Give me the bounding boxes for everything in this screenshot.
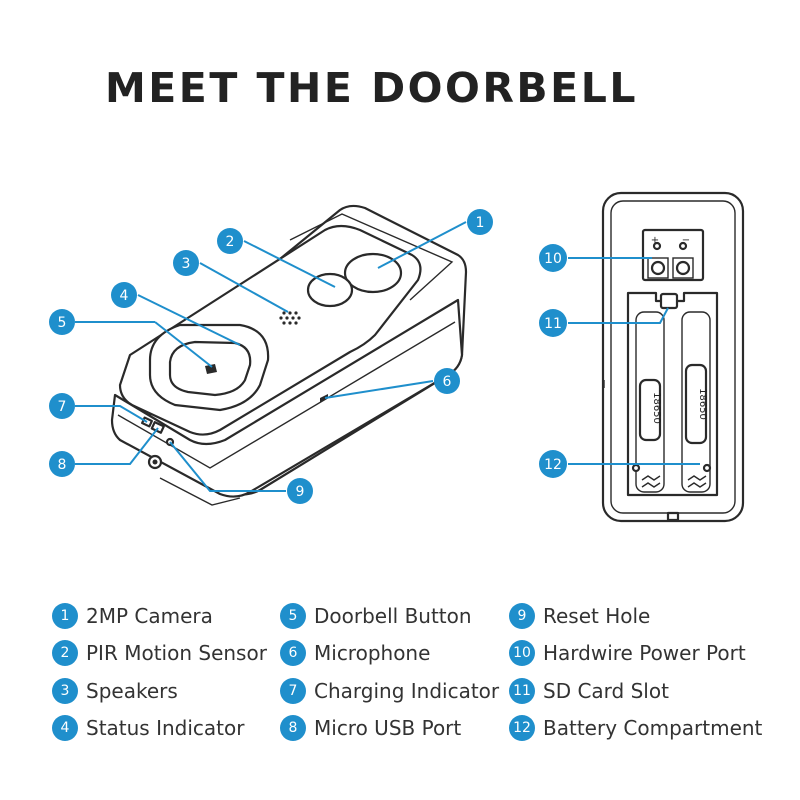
legend-item: 11 SD Card Slot <box>509 672 762 710</box>
svg-text:8: 8 <box>58 457 67 473</box>
svg-text:12: 12 <box>544 457 562 473</box>
svg-text:5: 5 <box>58 315 67 331</box>
doorbell-diagram: + − 18650 18650 1 2 3 4 5 6 <box>49 191 745 523</box>
legend-badge: 5 <box>280 602 306 629</box>
legend-label: Reset Hole <box>543 603 651 628</box>
legend-label: SD Card Slot <box>543 678 669 703</box>
legend-item: 4 Status Indicator <box>52 710 267 748</box>
legend-label: Charging Indicator <box>314 678 500 703</box>
svg-text:9: 9 <box>296 484 305 500</box>
legend-label: Speakers <box>86 678 178 703</box>
battery-label-left: 18650 <box>651 392 662 424</box>
svg-text:1: 1 <box>476 215 485 231</box>
legend-item: 7 Charging Indicator <box>280 672 499 710</box>
legend-column-1: 1 2MP Camera 2 PIR Motion Sensor 3 Speakers… <box>52 597 267 747</box>
legend-item: 9 Reset Hole <box>509 597 762 635</box>
svg-text:4: 4 <box>120 288 129 304</box>
battery-label-right: 18650 <box>697 388 708 420</box>
legend-column-3: 9 Reset Hole 10 Hardwire Power Port 11 SD C… <box>509 597 762 747</box>
legend-item: 10 Hardwire Power Port <box>509 635 762 673</box>
callout-5: 5 <box>49 309 75 335</box>
callout-6: 6 <box>434 368 460 394</box>
callout-10: 10 <box>539 244 567 272</box>
legend-badge: 10 <box>509 640 535 667</box>
callout-7: 7 <box>49 393 75 419</box>
legend-label: Status Indicator <box>86 716 245 741</box>
terminal-minus-label: − <box>682 235 690 246</box>
callout-8: 8 <box>49 451 75 477</box>
legend-badge: 6 <box>280 640 306 667</box>
svg-text:6: 6 <box>443 374 452 390</box>
legend-item: 3 Speakers <box>52 672 267 710</box>
legend-badge: 1 <box>52 602 78 629</box>
legend-item: 12 Battery Compartment <box>509 710 762 748</box>
legend-badge: 4 <box>52 715 78 742</box>
legend-label: PIR Motion Sensor <box>86 641 267 666</box>
legend-badge: 2 <box>52 640 78 667</box>
legend-badge: 11 <box>509 677 535 704</box>
legend-badge: 3 <box>52 677 78 704</box>
legend-label: 2MP Camera <box>86 603 213 628</box>
doorbell-front-view <box>110 204 468 506</box>
callout-11: 11 <box>539 309 567 337</box>
legend-label: Hardwire Power Port <box>543 641 746 666</box>
legend-item: 6 Microphone <box>280 635 499 673</box>
legend-badge: 8 <box>280 715 306 742</box>
callout-2: 2 <box>217 228 243 254</box>
svg-text:10: 10 <box>544 251 562 267</box>
svg-text:2: 2 <box>226 234 235 250</box>
legend-item: 5 Doorbell Button <box>280 597 499 635</box>
callout-4: 4 <box>111 282 137 308</box>
svg-text:3: 3 <box>182 256 191 272</box>
callout-12: 12 <box>539 450 567 478</box>
callout-1: 1 <box>467 209 493 235</box>
svg-text:7: 7 <box>58 399 67 415</box>
legend-column-2: 5 Doorbell Button 6 Microphone 7 Charging I… <box>280 597 499 747</box>
legend-label: Doorbell Button <box>314 603 472 628</box>
doorbell-back-view: + − 18650 18650 <box>601 191 745 523</box>
legend-label: Micro USB Port <box>314 716 462 741</box>
page-title: MEET THE DOORBELL <box>105 64 638 112</box>
legend-item: 8 Micro USB Port <box>280 710 499 748</box>
legend-item: 2 PIR Motion Sensor <box>52 635 267 673</box>
leader-lines <box>75 221 700 492</box>
legend-badge: 7 <box>280 677 306 704</box>
svg-text:11: 11 <box>544 316 562 332</box>
legend-badge: 12 <box>509 715 535 742</box>
legend-item: 1 2MP Camera <box>52 597 267 635</box>
legend-badge: 9 <box>509 602 535 629</box>
terminal-plus-label: + <box>651 235 659 246</box>
callout-9: 9 <box>287 478 313 504</box>
callout-3: 3 <box>173 250 199 276</box>
legend-label: Battery Compartment <box>543 716 763 741</box>
legend-label: Microphone <box>314 641 431 666</box>
